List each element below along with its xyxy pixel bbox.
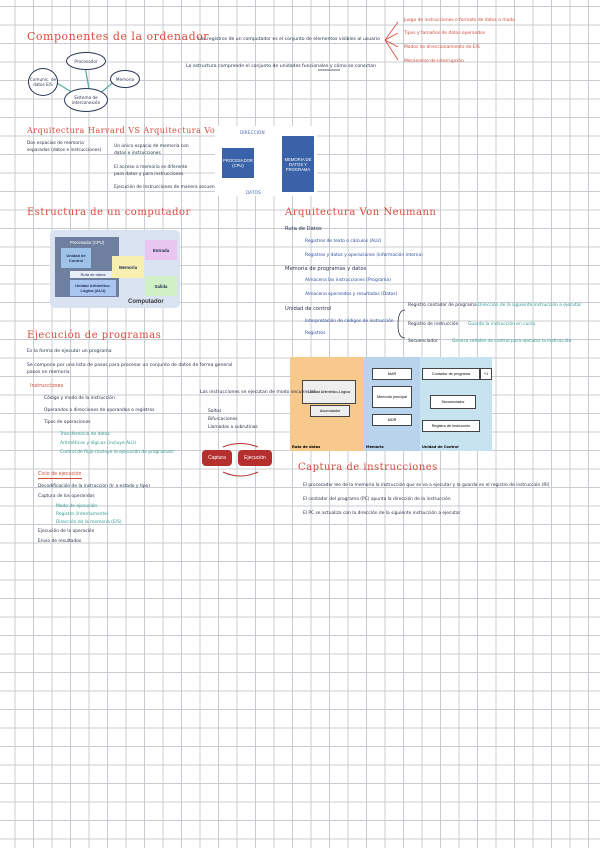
- cycle-step-2: Captura de los operandos: [38, 494, 95, 499]
- section-title-arquitecturas: Arquitectura Harvard VS Arquitectura Von…: [27, 126, 267, 135]
- ejecucion-intro-2: Se compone por una lista de pasos para p…: [27, 363, 233, 368]
- vn-alu: Unidad Aritmético-Lógica: [302, 380, 356, 404]
- vn-pc: Contador de programa: [422, 368, 480, 380]
- instr-type-2: Aritméticas y lógicas (incluye ALU): [60, 441, 137, 446]
- section-title-captura: Captura de instrucciones: [298, 462, 438, 473]
- vn-acumulador: Acumulador: [310, 405, 350, 417]
- vn-item-memoria: Memoria de programas y datos: [285, 266, 367, 272]
- vn-note-2: datos e instrucciones: [114, 151, 161, 156]
- cycle-captura: Captura: [202, 450, 232, 466]
- node-interconexion: Sistema de interconexión: [64, 88, 108, 112]
- instr-item-2: Operandos o direcciones de operandos o r…: [44, 408, 155, 413]
- def-estructura: La estructura comprende el conjunto de u…: [186, 64, 376, 69]
- captura-line-2: El contador del programa (PC) apunta la …: [303, 497, 451, 502]
- instr-item-1: Código y modo de la instrucción: [44, 396, 115, 401]
- vn-cpu-box: PROCESADOR (CPU): [222, 148, 254, 178]
- cycle-sub-2: Registro (internamente): [56, 512, 109, 517]
- reg-ir-label: Registro de instrucción: [408, 322, 459, 327]
- instr-item-3: Tipos de operaciones: [44, 420, 91, 425]
- node-memoria: Memoria: [110, 70, 140, 88]
- vn-ruta-sub-1: Registros de texto o cálculos (ALU): [305, 239, 382, 244]
- section-title-estructura: Estructura de un computador: [27, 207, 191, 218]
- estructura-label: Computador: [128, 299, 164, 305]
- vn-secuenciador: Secuenciador: [430, 395, 476, 409]
- section-title-componentes: Componentes de la ordenador: [27, 30, 210, 43]
- instrucciones-subhead: Instrucciones: [30, 383, 64, 389]
- vn-memory-box: MEMORIA DE DATOS Y PROGRAMA: [282, 136, 314, 192]
- vn-control-sub-2: Registros: [305, 331, 326, 336]
- instr-type-3: Control de flujo (incluye la ejecución d…: [60, 450, 174, 455]
- cycle-step-4: Envío de resultados: [38, 539, 82, 544]
- cycle-step-3: Ejecución de la operación: [38, 529, 95, 534]
- vn-label-direccion: DIRECCIÓN: [240, 131, 265, 136]
- cycle-sub-1: Modo de ejecución: [56, 504, 98, 509]
- vn-note-5: Ejecución de instrucciones de manera sec…: [114, 185, 223, 190]
- vn-caption-control: Unidad de Control: [422, 445, 459, 449]
- reg-pc-label: Registro contador de programa: [408, 303, 477, 308]
- vn-note-1: Un único espacio de memoria con: [114, 144, 189, 149]
- node-procesador: Procesador: [66, 52, 106, 70]
- ejecucion-intro-3: pasos en memoria: [27, 370, 70, 375]
- captura-line-1: El procesador lee de la memoria la instr…: [303, 483, 550, 488]
- vn-ruta-sub-2: Registros y datos y operaciones (informa…: [305, 253, 423, 258]
- side-item-2: Bifurcaciones: [208, 417, 238, 422]
- ejecucion-intro: Es la forma de ejecutar un programa: [27, 349, 112, 354]
- harvard-note-2: separados (datos e instrucciones): [27, 148, 102, 153]
- vn-mdr: MDR: [372, 414, 412, 426]
- section-title-ejecucion: Ejecución de programas: [27, 330, 162, 341]
- estructura-alu: Unidad Aritmético-Lógica (ALU): [70, 280, 116, 296]
- vn-area-ruta: [290, 357, 364, 451]
- estructura-salida: Salida: [145, 276, 177, 296]
- reg-seq-note: Genera señales de control para ejecutar …: [452, 339, 572, 344]
- reg-ir-note: Guarda la instrucción en curso: [468, 322, 536, 327]
- cycle-head: Ciclo de ejecución: [38, 472, 82, 479]
- vn-memoria-sub-2: Almacena operandos y resultados (Datos): [305, 292, 398, 297]
- side-item-1: Saltos: [208, 409, 222, 414]
- captura-line-3: El PC se actualiza con la dirección de l…: [303, 511, 461, 516]
- bullet-1: Juego de instrucciones o formato de dato…: [404, 18, 515, 23]
- side-head: Las instrucciones se ejecutan de modo se…: [200, 390, 316, 395]
- vn-control-sub-1: Interpretación de códigos de instrucción: [305, 319, 394, 324]
- def-registros: Los registros de un computador es el con…: [198, 37, 380, 42]
- vn-plus-one: +1: [480, 368, 492, 380]
- reg-seq-label: Secuenciador: [408, 339, 438, 344]
- section-title-von-neumann: Arquitectura Von Neumann: [285, 207, 437, 218]
- vn-mar: MAR: [372, 368, 412, 380]
- reg-pc-note: Dirección de la siguiente instrucción a …: [478, 303, 582, 308]
- vn-memoria-principal: Memoria principal: [372, 386, 412, 408]
- node-comunicacion: Comunic. de datos E/S: [28, 68, 58, 96]
- estructura-entrada: Entrada: [145, 240, 177, 260]
- vn-item-ruta: Ruta de Datos: [285, 226, 322, 232]
- estructura-bus: Ruta de datos: [70, 271, 116, 278]
- vn-registro-instruccion: Registro de instrucción: [422, 420, 480, 432]
- bullet-2: Tipos y tamaños de datos operandos: [404, 31, 486, 36]
- instr-type-1: Transferencia de datos: [60, 432, 110, 437]
- vn-note-3: El acceso a memoria es diferente: [114, 165, 188, 170]
- cycle-ejecucion: Ejecución: [238, 450, 272, 466]
- vn-caption-memoria: Memoria: [366, 445, 384, 449]
- bullet-3: Modos de direccionamiento de E/S: [404, 45, 480, 50]
- cycle-sub-3: Dirección de la memoria (E/S): [56, 520, 122, 525]
- cycle-step-1: Decodificación de la instrucción (Ir a e…: [38, 484, 150, 489]
- vn-label-datos: DATOS: [246, 191, 261, 196]
- vn-memoria-sub-1: Almacena las instrucciones (Programa): [305, 278, 391, 283]
- estructura-cu: Unidad de Control: [61, 248, 91, 268]
- estructura-memoria: Memoria: [112, 256, 144, 278]
- vn-note-4: para datos y para instrucciones: [114, 172, 184, 177]
- vn-item-control: Unidad de control: [285, 306, 332, 312]
- bullet-4: Mecanismo de interrupción: [404, 59, 464, 64]
- vn-caption-ruta: Ruta de datos: [292, 445, 321, 449]
- harvard-note-1: Dos espacios de memoria: [27, 141, 84, 146]
- side-item-3: Llamadas a subrutinas: [208, 425, 258, 430]
